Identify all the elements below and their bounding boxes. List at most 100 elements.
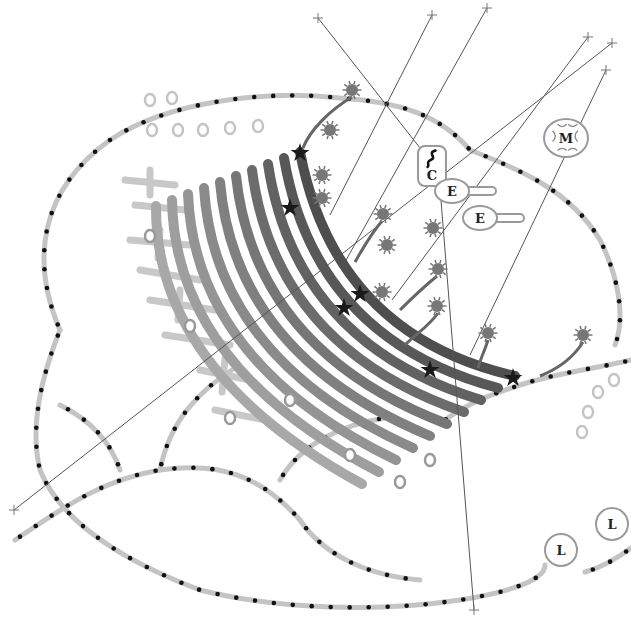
budding-stalk: [478, 340, 488, 368]
ribosome-dot: [107, 445, 112, 450]
ribosome-dot: [183, 410, 188, 415]
ribosome-dot: [209, 383, 214, 388]
ribosome-dot: [42, 248, 47, 253]
budding-stalk: [405, 313, 438, 345]
ribosome-dot: [197, 587, 202, 592]
ribosome-dot: [33, 524, 38, 529]
ribosome-dot: [281, 473, 286, 478]
ribosome-dot: [404, 603, 409, 608]
ribosome-dot: [604, 363, 609, 368]
budding-stalk: [540, 342, 583, 376]
coated-vesicle: [428, 297, 447, 315]
ribosome-dot: [309, 604, 314, 609]
ribosome-dot: [141, 120, 146, 125]
vesicle: [577, 426, 587, 438]
ribosome-dot: [172, 426, 177, 431]
label-circle: E: [462, 205, 498, 231]
ribosome-dot: [618, 318, 623, 323]
vesicle: [225, 412, 235, 424]
ribosome-dot: [518, 169, 523, 174]
ribosome-dot: [591, 228, 596, 233]
leader-lines: [9, 3, 617, 615]
vesicle: [345, 449, 355, 461]
vesicle: [593, 386, 603, 398]
ribosome-dot: [586, 367, 591, 372]
ribosome-dot: [453, 133, 458, 138]
ribosome-dot: [54, 497, 59, 502]
cross-mark: [469, 605, 479, 615]
ribosome-dot: [191, 466, 196, 471]
ribosome-dot: [272, 601, 277, 606]
ribosome-dot: [96, 536, 101, 541]
vesicle: [145, 94, 155, 106]
ribosome-dot: [42, 267, 47, 272]
ribosome-dot: [623, 359, 628, 364]
ribosome-dot: [466, 146, 471, 151]
ribosome-dot: [347, 605, 352, 610]
ribosome-dot: [591, 567, 596, 572]
ribosome-dot: [533, 576, 538, 581]
ribosome-dot: [290, 603, 295, 608]
ribosome-dot: [328, 95, 333, 100]
vesicle: [609, 374, 619, 386]
ribosome-dot: [145, 565, 150, 570]
ribosome-dot: [36, 406, 41, 411]
ribosome-dot: [49, 513, 54, 518]
ribosome-dot: [215, 592, 220, 597]
star-marker: [281, 198, 300, 216]
star-marker: [504, 368, 523, 386]
label-circle: L: [544, 533, 578, 567]
er-membrane: [585, 548, 631, 572]
ribosome-dot: [293, 458, 298, 463]
ribosome-dot: [195, 396, 200, 401]
star-marker: [291, 143, 310, 161]
mitochondrion: M: [543, 118, 589, 158]
ribosome-dot: [349, 560, 354, 565]
ribosome-dot: [57, 193, 62, 198]
ribosome-dot: [172, 466, 177, 471]
ribosome-dot: [233, 97, 238, 102]
ribosome-dot: [111, 546, 116, 551]
ribosome-dot: [108, 138, 113, 143]
ribosome-dot: [366, 567, 371, 572]
leader-line: [330, 15, 432, 215]
vesicle: [253, 120, 263, 132]
vesicle: [185, 320, 195, 332]
ribosome-dot: [304, 526, 309, 531]
coated-vesicle: [378, 236, 397, 254]
ribosome-dot: [37, 463, 42, 468]
cisterna: [268, 164, 481, 400]
coated-vesicle: [313, 189, 332, 207]
cross-mark: [583, 32, 593, 42]
vesicle: [147, 124, 157, 136]
ribosome-dot: [423, 602, 428, 607]
star-marker: [335, 298, 354, 316]
cross-mark: [427, 10, 437, 20]
ribosome-dot: [234, 595, 239, 600]
vesicle: [198, 124, 208, 136]
ribosome-dot: [49, 211, 54, 216]
ribosome-dot: [624, 549, 629, 554]
ribosome-dot: [253, 598, 258, 603]
ribosome-dot: [366, 98, 371, 103]
ribosome-dot: [44, 229, 49, 234]
ribosome-dot: [385, 573, 390, 578]
ribosome-dot: [49, 304, 54, 309]
ribosome-dot: [613, 280, 618, 285]
coated-vesicle: [313, 166, 332, 184]
ribosome-dot: [177, 108, 182, 113]
ribosome-dot: [82, 494, 87, 499]
ribosome-dot: [117, 478, 122, 483]
label-circle: E: [434, 178, 470, 204]
coated-vesicle: [373, 283, 392, 301]
ribosome-dot: [67, 511, 72, 516]
ribosome-dot: [196, 103, 201, 108]
ribosome-dot: [498, 589, 503, 594]
ribosome-dot: [317, 540, 322, 545]
ribosome-dot: [66, 407, 71, 412]
star-marker: [421, 360, 440, 378]
node-label: L: [555, 544, 566, 557]
cisterna: [252, 170, 464, 412]
ribosome-dot: [67, 177, 72, 182]
ribosome-dot: [45, 286, 50, 291]
